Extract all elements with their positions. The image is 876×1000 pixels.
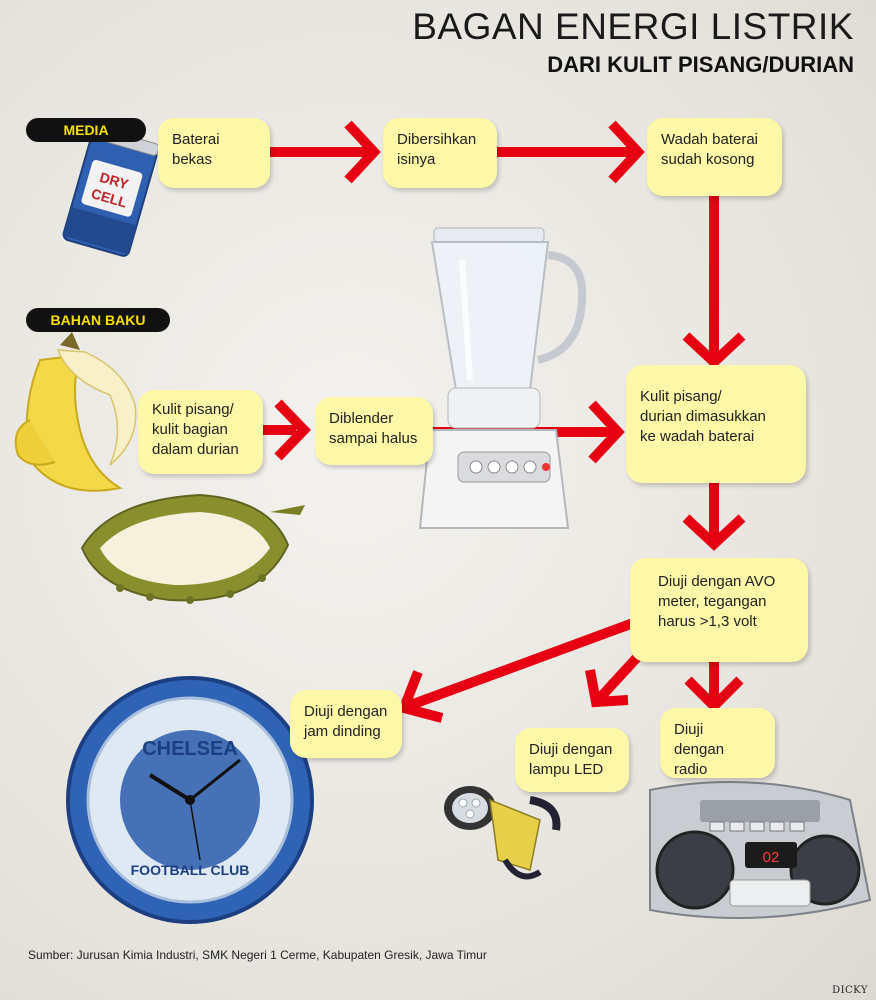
clock-text-bottom: FOOTBALL CLUB <box>131 862 250 878</box>
label-bahan-baku: BAHAN BAKU <box>26 308 170 332</box>
step-radio: Diuji dengan radio <box>660 708 775 778</box>
arrowhead-2 <box>608 120 645 184</box>
step-led-text: Diuji dengan lampu LED <box>529 741 613 778</box>
radio-display: 02 <box>763 849 780 866</box>
arrowhead-7 <box>397 670 444 723</box>
step-avo: Diuji dengan AVO meter, tegangan harus >… <box>630 558 808 662</box>
page-subtitle: DARI KULIT PISANG/DURIAN <box>547 52 854 77</box>
step-baterai-bekas: Baterai bekas <box>158 118 270 188</box>
clock-illustration: CHELSEA FOOTBALL CLUB <box>66 676 314 924</box>
step-radio-text: Diuji dengan radio <box>674 721 725 778</box>
arrowhead-9 <box>684 676 744 714</box>
step-kulit-pisang-text: Kulit pisang/ kulit bagian dalam durian <box>152 401 239 458</box>
step-dimasukkan: Kulit pisang/ durian dimasukkan ke wadah… <box>626 365 806 483</box>
step-diblender: Diblender sampai halus <box>315 397 433 465</box>
arrowhead-4 <box>274 399 311 461</box>
clock-text-top: CHELSEA <box>142 738 238 760</box>
step-jam-text: Diuji dengan jam dinding <box>304 703 388 740</box>
banana-illustration <box>14 332 137 492</box>
arrowhead-6 <box>682 514 746 551</box>
arrowhead-1 <box>344 120 381 184</box>
arrow-avo-to-jam <box>406 617 638 711</box>
blender-illustration <box>418 227 587 529</box>
arrow-avo-to-led <box>594 648 646 704</box>
battery-text-1: DRY <box>98 169 131 193</box>
durian-illustration <box>80 493 305 604</box>
page-title: BAGAN ENERGI LISTRIK <box>412 6 854 47</box>
led-lamp-illustration <box>444 786 561 880</box>
step-led: Diuji dengan lampu LED <box>515 728 629 792</box>
step-jam: Diuji dengan jam dinding <box>290 690 402 758</box>
artist-credit: DICKY <box>832 985 868 996</box>
battery-illustration: DRY CELL <box>62 124 160 257</box>
step-wadah-kosong-text: Wadah baterai sudah kosong <box>661 131 759 168</box>
arrowhead-8 <box>585 669 629 708</box>
step-kulit-pisang: Kulit pisang/ kulit bagian dalam durian <box>138 390 263 474</box>
radio-illustration: 02 <box>649 781 872 919</box>
arrowhead-5 <box>588 400 625 464</box>
label-media: MEDIA <box>26 118 146 142</box>
step-baterai-bekas-text: Baterai bekas <box>172 131 220 168</box>
step-diblender-text: Diblender sampai halus <box>329 410 418 447</box>
step-dimasukkan-text: Kulit pisang/ durian dimasukkan ke wadah… <box>640 388 766 445</box>
step-wadah-kosong: Wadah baterai sudah kosong <box>647 118 782 196</box>
step-dibersihkan-text: Dibersihkan isinya <box>397 131 477 168</box>
step-dibersihkan: Dibersihkan isinya <box>383 118 497 188</box>
arrowhead-3 <box>682 332 746 369</box>
source-footer: Sumber: Jurusan Kimia Industri, SMK Nege… <box>28 948 487 962</box>
step-avo-text: Diuji dengan AVO meter, tegangan harus >… <box>658 573 776 630</box>
